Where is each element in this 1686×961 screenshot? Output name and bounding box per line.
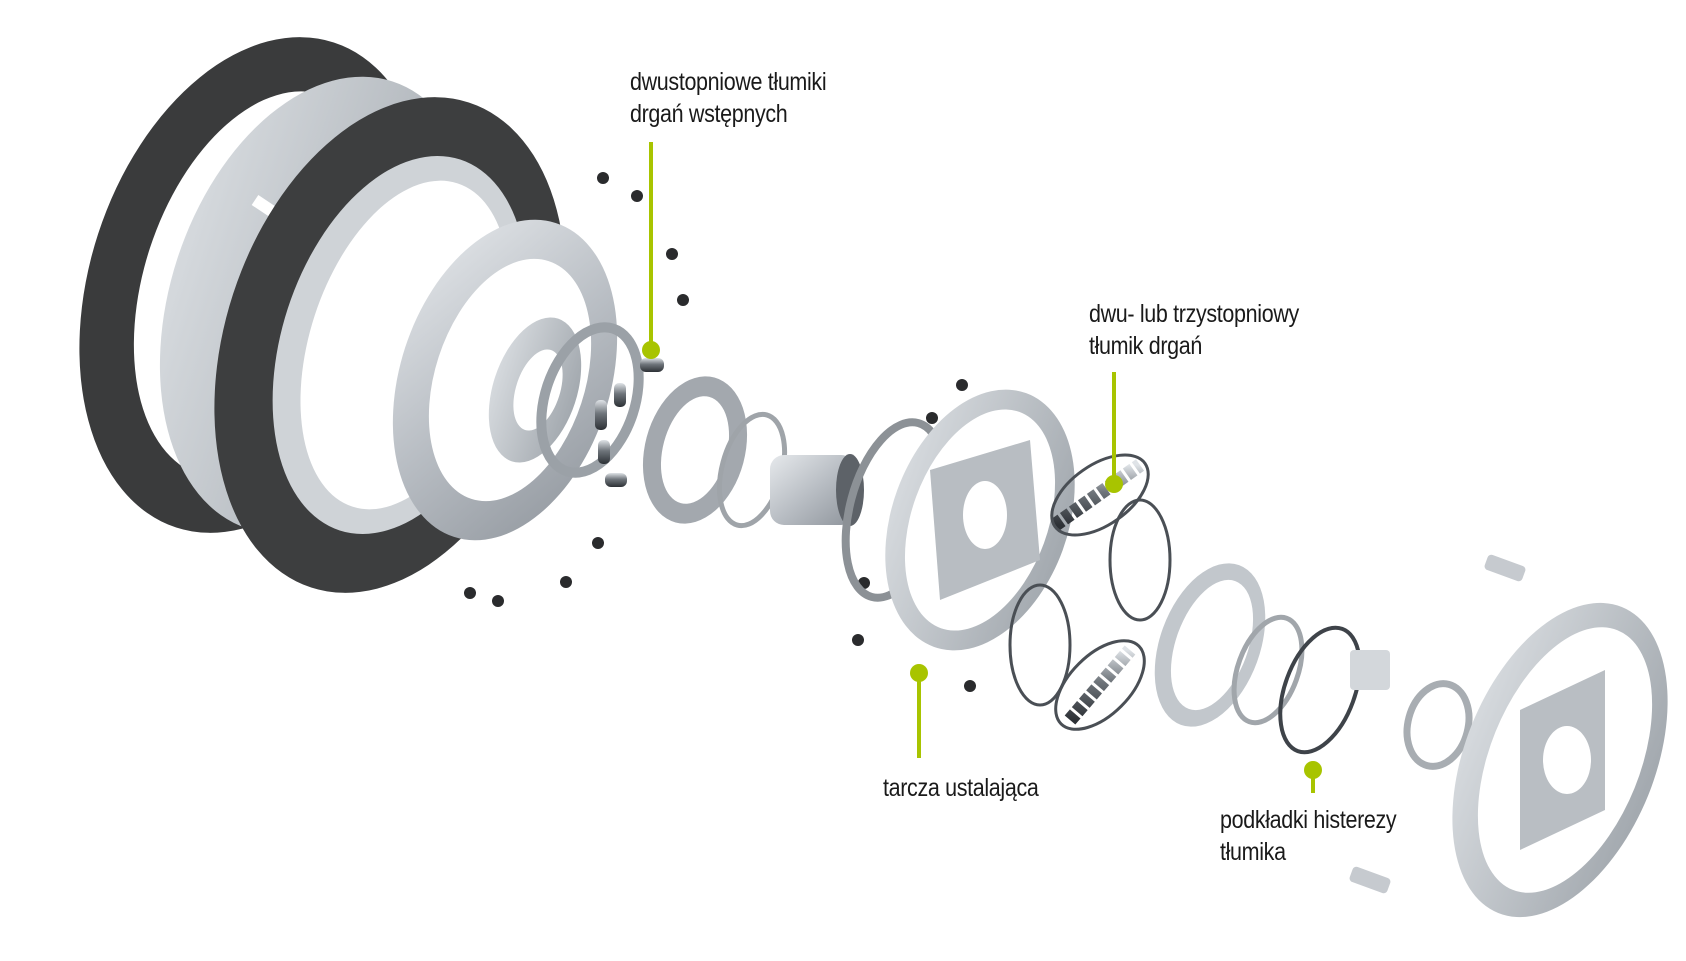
label-pre-damper: dwustopniowe tłumiki drgań wstępnych [630,66,827,130]
cover-plate [1349,554,1668,918]
disc-carrier-ring [392,219,644,541]
pre-damper-plate [642,376,788,529]
label-hysteresis-washers-line-1: podkładki histerezy [1220,806,1397,834]
label-hysteresis-washers-line-2: tłumika [1220,838,1286,866]
label-pre-damper-line-2: drgań wstępnych [630,100,788,128]
hysteresis-washers [1154,563,1390,755]
label-retainer-plate: tarcza ustalająca [883,772,1039,804]
label-hysteresis-washers: podkładki histerezy tłumika [1220,804,1397,868]
label-retainer-plate-line-1: tarcza ustalająca [883,774,1039,802]
callout-main-damper [1105,372,1123,493]
main-damper-springs-outline [1008,453,1172,731]
callout-hysteresis-washers [1304,761,1322,793]
retainer-plate [841,389,1075,651]
label-main-damper-line-2: tłumik drgań [1089,332,1202,360]
label-main-damper-line-1: dwu- lub trzystopniowy [1089,300,1299,328]
label-main-damper: dwu- lub trzystopniowy tłumik drgań [1089,298,1299,362]
callout-pre-damper [642,142,660,359]
main-damper-springs [1033,459,1147,725]
label-pre-damper-line-1: dwustopniowe tłumiki [630,68,827,96]
callout-retainer-plate [910,664,928,758]
